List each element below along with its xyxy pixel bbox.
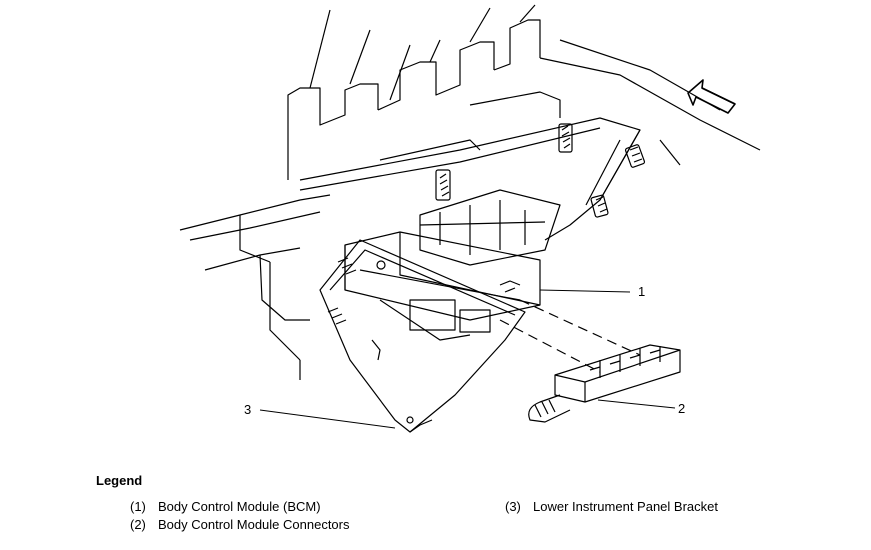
leader-lines — [259, 289, 676, 429]
upper-tray — [419, 189, 561, 266]
legend-item-number: (2) — [130, 517, 146, 532]
callout-2: 2 — [678, 401, 685, 416]
legend-item-bcm-connectors: (2) Body Control Module Connectors — [130, 517, 350, 532]
bcm-location-diagram: 1 2 3 — [179, 4, 761, 433]
legend-item-label: Body Control Module (BCM) — [158, 499, 321, 514]
callout-1: 1 — [638, 284, 645, 299]
body-control-module — [344, 231, 541, 341]
legend-item-lower-ip-bracket: (3) Lower Instrument Panel Bracket — [505, 499, 718, 514]
legend-item-label: Lower Instrument Panel Bracket — [533, 499, 718, 514]
forward-arrow-icon — [687, 79, 736, 114]
legend-item-label: Body Control Module Connectors — [158, 517, 350, 532]
mounting-studs — [327, 123, 646, 325]
lower-instrument-panel-bracket — [319, 239, 526, 433]
legend-item-number: (1) — [130, 499, 146, 514]
legend-item-number: (3) — [505, 499, 521, 514]
instrument-panel-structure — [179, 4, 761, 380]
alignment-lines — [499, 299, 641, 373]
callout-3: 3 — [244, 402, 251, 417]
legend-item-bcm: (1) Body Control Module (BCM) — [130, 499, 321, 514]
legend-title: Legend — [96, 473, 143, 488]
bcm-connectors — [528, 344, 681, 423]
